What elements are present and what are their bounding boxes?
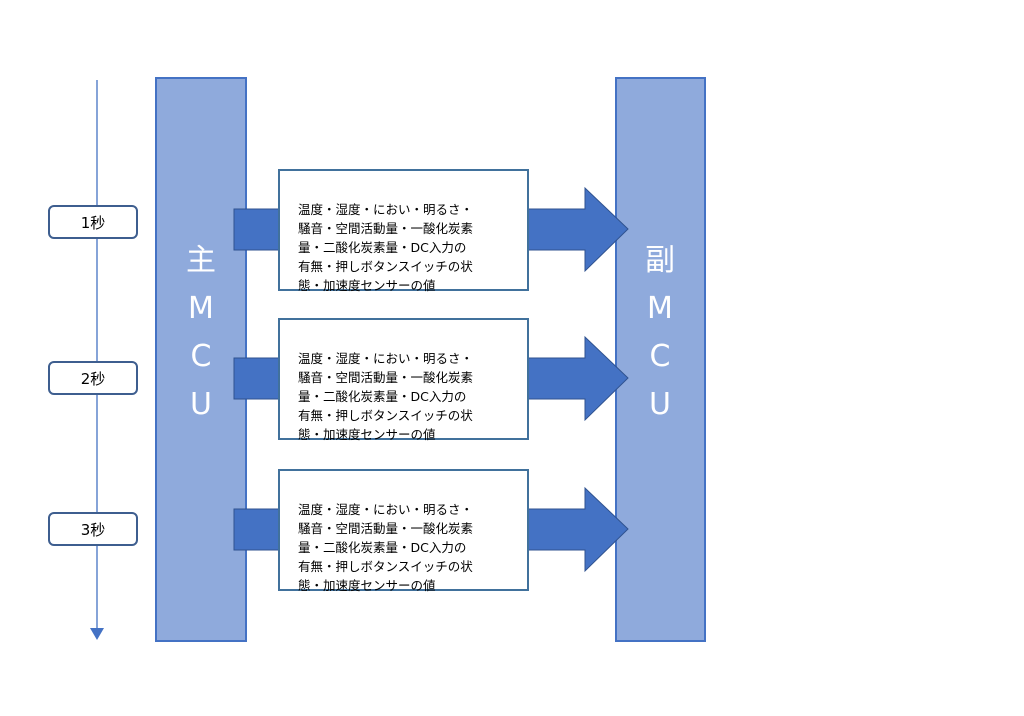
payload-box-1: 温度・湿度・におい・明るさ・ 騒音・空間活動量・一酸化炭素 量・二酸化炭素量・D…: [278, 169, 529, 293]
transfer-arrow-3: [233, 486, 629, 573]
time-label-1s: 1秒: [48, 205, 138, 239]
payload-text: 温度・湿度・におい・明るさ・ 騒音・空間活動量・一酸化炭素 量・二酸化炭素量・D…: [298, 502, 474, 593]
time-label-text: 1秒: [80, 213, 106, 232]
main-mcu-block: [155, 77, 247, 642]
transfer-arrow-1: [233, 186, 629, 273]
time-label-text: 2秒: [80, 369, 106, 388]
payload-box-2: 温度・湿度・におい・明るさ・ 騒音・空間活動量・一酸化炭素 量・二酸化炭素量・D…: [278, 318, 529, 442]
payload-box-3: 温度・湿度・におい・明るさ・ 騒音・空間活動量・一酸化炭素 量・二酸化炭素量・D…: [278, 469, 529, 593]
transfer-arrow-2: [233, 335, 629, 422]
time-label-2s: 2秒: [48, 361, 138, 395]
sub-mcu-block: [615, 77, 706, 642]
payload-text: 温度・湿度・におい・明るさ・ 騒音・空間活動量・一酸化炭素 量・二酸化炭素量・D…: [298, 351, 474, 442]
time-label-3s: 3秒: [48, 512, 138, 546]
time-label-text: 3秒: [80, 520, 106, 539]
timeline-arrowhead: [90, 628, 104, 640]
payload-text: 温度・湿度・におい・明るさ・ 騒音・空間活動量・一酸化炭素 量・二酸化炭素量・D…: [298, 202, 474, 293]
